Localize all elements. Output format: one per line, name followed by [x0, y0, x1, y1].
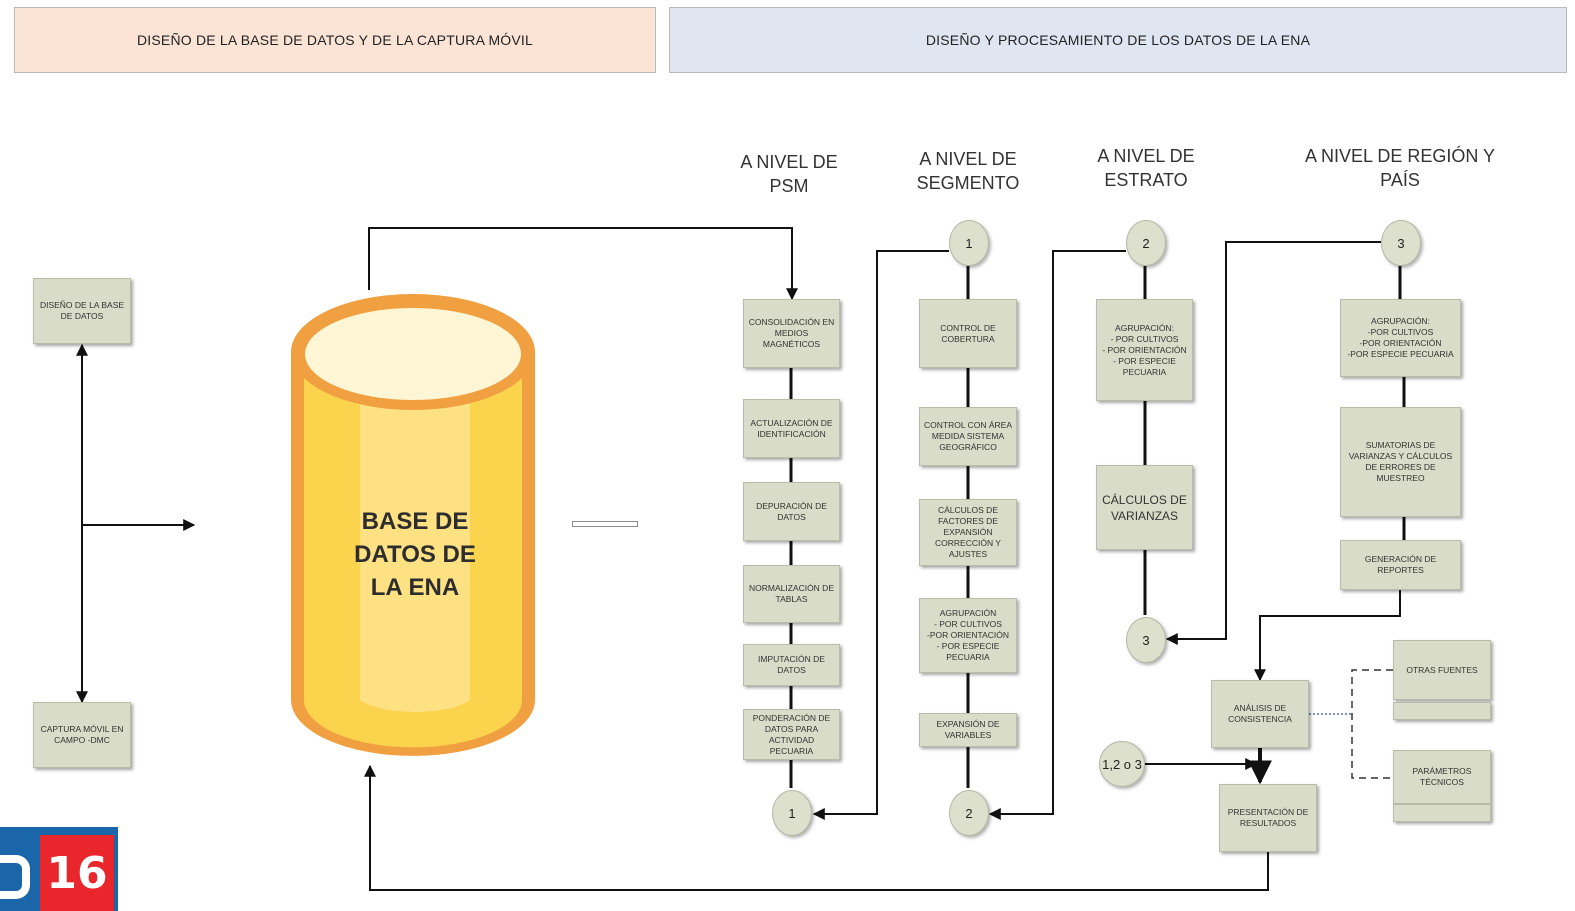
- technical-parameters-box: PARÁMETROS TÉCNICOS: [1393, 750, 1491, 804]
- region-step-reports: GENERACIÓN DE REPORTES: [1340, 540, 1461, 590]
- database-label: BASE DE DATOS DE LA ENA: [354, 508, 476, 601]
- segmento-end-connector: 2: [949, 790, 989, 836]
- segmento-step-geographic: CONTROL CON ÁREA MEDIDA SISTEMA GEOGRÁFI…: [919, 407, 1017, 466]
- region-step-grouping: AGRUPACIÓN: -POR CULTIVOS -POR ORIENTACI…: [1340, 299, 1461, 377]
- technical-parameters-box-base: [1393, 804, 1491, 822]
- column-title-estrato: A NIVEL DE ESTRATO: [1097, 146, 1195, 190]
- segmento-step-coverage: CONTROL DE COBERTURA: [919, 299, 1017, 368]
- segmento-step-variable-expansion: EXPANSIÓN DE VARIABLES: [919, 713, 1017, 747]
- estrato-step-variances: CÁLCULOS DE VARIANZAS: [1096, 465, 1193, 550]
- logo-number: 16: [40, 835, 114, 911]
- column-title-psm: A NIVEL DE PSM: [740, 152, 838, 196]
- header-banner-left-label: DISEÑO DE LA BASE DE DATOS Y DE LA CAPTU…: [136, 32, 534, 48]
- psm-step-weighting: PONDERACIÓN DE DATOS PARA ACTIVIDAD PECU…: [743, 709, 840, 760]
- mobile-capture-box: CAPTURA MÓVIL EN CAMPO -DMC: [33, 702, 131, 768]
- logo-mark-icon: [0, 855, 30, 899]
- psm-step-imputation: IMPUTACIÓN DE DATOS: [743, 644, 840, 686]
- region-step-variance-sums: SUMATORIAS DE VARIANZAS Y CÁLCULOS DE ER…: [1340, 407, 1461, 517]
- psm-step-consolidation: CONSOLIDACIÓN EN MEDIOS MAGNÉTICOS: [743, 299, 840, 368]
- header-banner-data-processing: DISEÑO Y PROCESAMIENTO DE LOS DATOS DE L…: [669, 7, 1567, 73]
- estrato-start-connector: 2: [1126, 220, 1166, 266]
- consistency-analysis-box: ANÁLISIS DE CONSISTENCIA: [1211, 680, 1309, 748]
- segmento-start-connector: 1: [949, 220, 989, 266]
- brand-logo: 16: [0, 827, 118, 911]
- results-presentation-box: PRESENTACIÓN DE RESULTADOS: [1219, 784, 1317, 852]
- estrato-step-grouping: AGRUPACIÓN: - POR CULTIVOS - POR ORIENTA…: [1096, 299, 1193, 401]
- other-sources-box: OTRAS FUENTES: [1393, 640, 1491, 700]
- design-database-box: DISEÑO DE LA BASE DE DATOS: [33, 278, 131, 344]
- psm-step-normalization: NORMALIZACIÓN DE TABLAS: [743, 565, 840, 623]
- header-banner-right-label: DISEÑO Y PROCESAMIENTO DE LOS DATOS DE L…: [925, 32, 1311, 48]
- psm-end-connector: 1: [772, 790, 812, 836]
- database-cylinder: [291, 294, 535, 756]
- column-title-segmento: A NIVEL DE SEGMENTO: [916, 149, 1020, 193]
- connector-stub: [572, 521, 638, 527]
- segmento-step-expansion-factors: CÁLCULOS DE FACTORES DE EXPANSIÓN CORREC…: [919, 499, 1017, 566]
- estrato-end-connector: 3: [1126, 617, 1166, 663]
- region-start-connector: 3: [1381, 220, 1421, 266]
- other-sources-box-base: [1393, 702, 1491, 720]
- column-title-region: A NIVEL DE REGIÓN Y PAÍS: [1304, 146, 1496, 190]
- segmento-step-grouping: AGRUPACIÓN - POR CULTIVOS -POR ORIENTACI…: [919, 598, 1017, 673]
- combined-connector: 1,2 o 3: [1099, 741, 1145, 787]
- header-banner-database-design: DISEÑO DE LA BASE DE DATOS Y DE LA CAPTU…: [14, 7, 656, 73]
- psm-step-identification: ACTUALIZACIÓN DE IDENTIFICACIÓN: [743, 399, 840, 458]
- psm-step-cleaning: DEPURACIÓN DE DATOS: [743, 482, 840, 541]
